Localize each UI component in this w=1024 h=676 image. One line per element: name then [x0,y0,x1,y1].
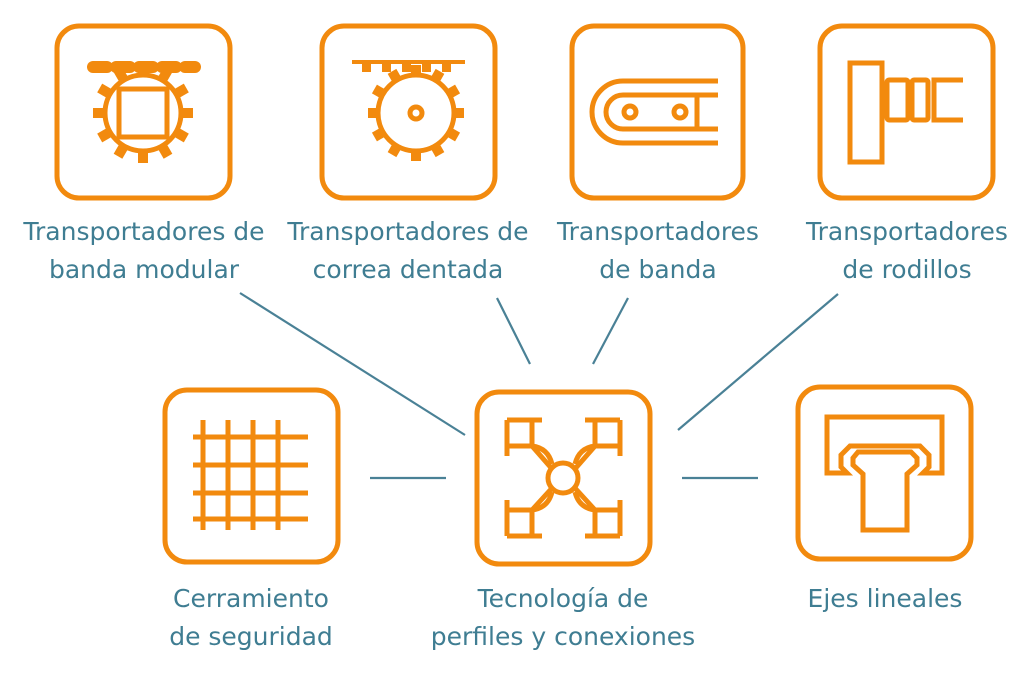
connector-banda-modular [239,292,466,436]
label-line: Transportadores de [23,217,265,246]
linear-axis-icon [795,384,974,562]
label-line: correa dentada [312,255,504,284]
connector-correa-dentada [496,297,531,365]
node-label-correa-dentada: Transportadores de correa dentada [287,213,528,289]
connector-banda [592,297,629,365]
label-line: perfiles y conexiones [430,622,696,651]
label-line: Transportadores [557,217,759,246]
toothed-belt-gear-icon [319,23,498,201]
label-line: Cerramiento [173,584,329,613]
label-line: Transportadores [806,217,1008,246]
node-label-rodillos: Transportadores de rodillos [806,213,1008,289]
label-line: de rodillos [842,255,972,284]
profile-cross-section-icon [474,389,653,567]
node-label-banda-modular: Transportadores de banda modular [23,213,264,289]
node-label-tecnologia: Tecnología de perfiles y conexiones [431,580,695,656]
label-line: Tecnología de [477,584,649,613]
node-label-ejes: Ejes lineales [808,580,963,618]
label-line: Transportadores de [287,217,529,246]
belt-conveyor-icon [569,23,746,201]
label-line: de seguridad [169,622,333,651]
roller-icon [817,23,996,201]
grid-fence-icon [162,387,341,565]
label-line: de banda [599,255,717,284]
modular-belt-gear-icon [54,23,233,201]
label-line: Ejes lineales [807,584,963,613]
connector-rodillos [677,293,839,431]
node-label-banda: Transportadores de banda [557,213,759,289]
label-line: banda modular [48,255,240,284]
node-label-cerramiento: Cerramiento de seguridad [169,580,333,656]
